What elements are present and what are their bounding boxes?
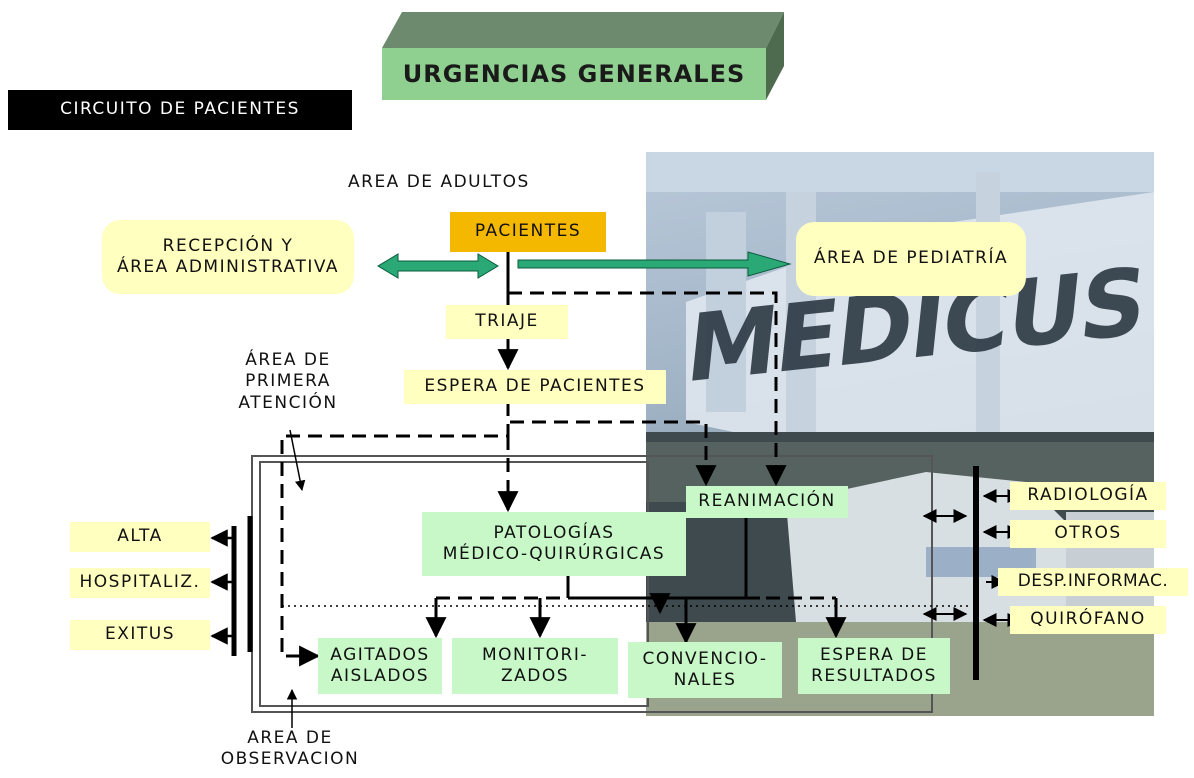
service-radiologia: RADIOLOGÍA [1010, 482, 1166, 510]
node-pacientes: PACIENTES [450, 212, 606, 252]
node-monitorizados: MONITORI- ZADOS [452, 638, 618, 694]
outcome-hospitalizacion: HOSPITALIZ. [70, 568, 210, 598]
node-agitados: AGITADOS AISLADOS [318, 638, 442, 694]
label-area-adultos: AREA DE ADULTOS [348, 172, 530, 192]
node-espera-pacientes: ESPERA DE PACIENTES [404, 370, 666, 404]
diagram-title: URGENCIAS GENERALES [402, 60, 746, 88]
label-area-primera-atencion: ÁREA DE PRIMERA ATENCIÓN [238, 350, 338, 413]
outcome-exitus: EXITUS [70, 620, 210, 650]
diagram-subtitle: CIRCUITO DE PACIENTES [8, 90, 352, 130]
outcome-alta: ALTA [70, 522, 210, 552]
node-espera-resultados: ESPERA DE RESULTADOS [798, 638, 950, 694]
node-patologias: PATOLOGÍAS MÉDICO-QUIRÚRGICAS [422, 512, 686, 576]
service-otros: OTROS [1010, 520, 1166, 548]
service-desp-informacion: DESP.INFORMAC. [998, 568, 1188, 596]
node-triaje: TRIAJE [446, 305, 568, 339]
title-slab [382, 12, 784, 100]
service-quirofano: QUIRÓFANO [1010, 606, 1166, 634]
node-reanimacion: REANIMACIÓN [686, 486, 848, 518]
node-convencionales: CONVENCIO- NALES [628, 642, 782, 698]
node-pediatria: ÁREA DE PEDIATRÍA [796, 222, 1026, 296]
node-recepcion: RECEPCIÓN Y ÁREA ADMINISTRATIVA [102, 220, 354, 294]
label-area-observacion: AREA DE OBSERVACION [220, 728, 360, 770]
